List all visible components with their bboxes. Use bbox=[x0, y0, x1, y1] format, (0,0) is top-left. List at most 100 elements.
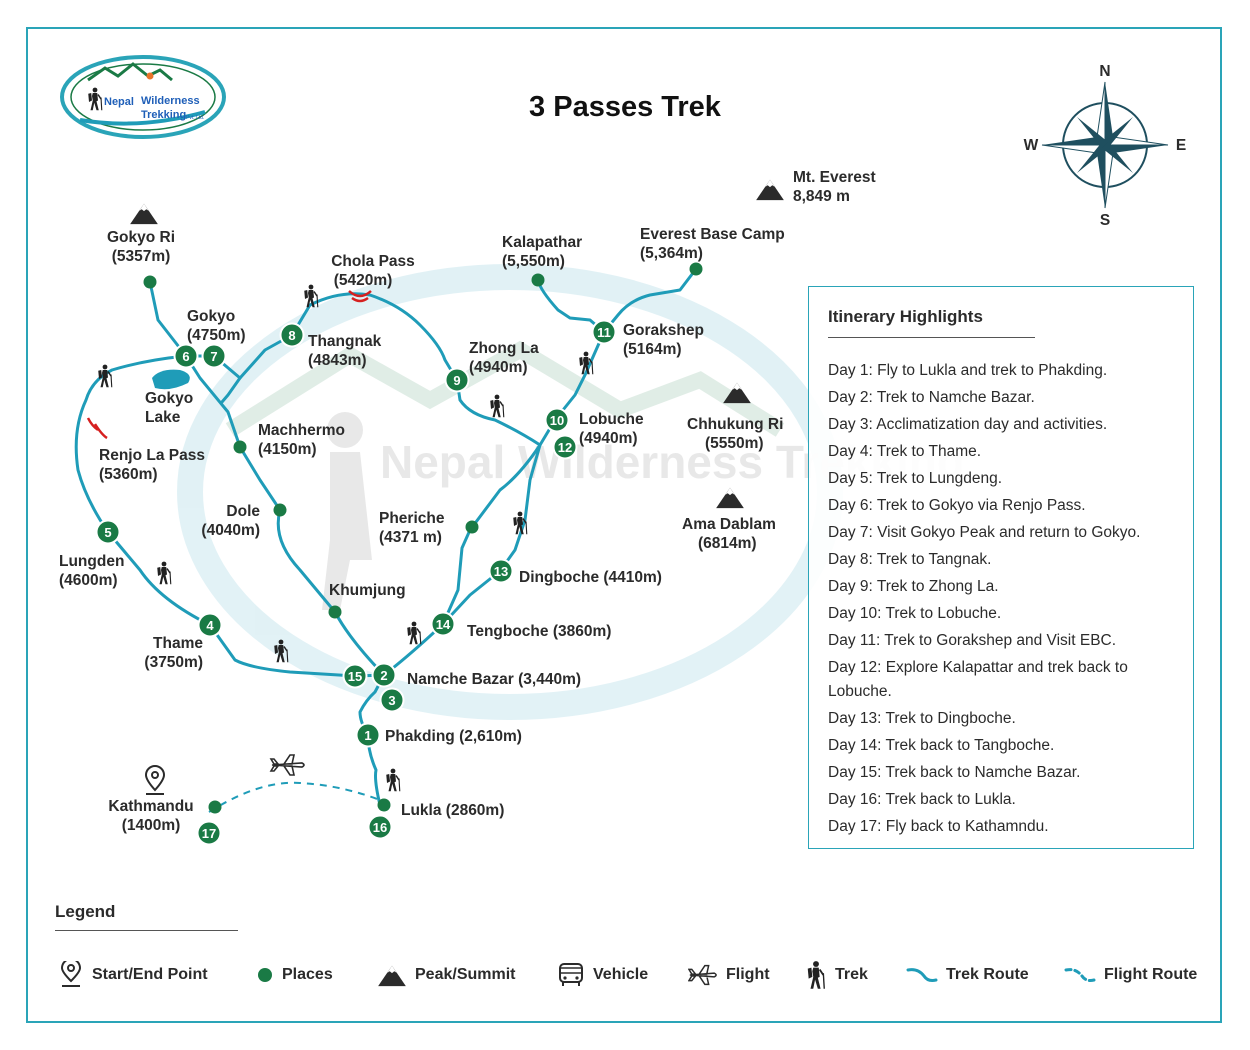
renjo-pass-label: Renjo La Pass bbox=[99, 447, 205, 464]
logo-line1: Nepal bbox=[104, 96, 134, 108]
ebc-altitude: (5,364m) bbox=[640, 245, 703, 262]
day-marker: 2 bbox=[371, 662, 397, 688]
svg-text:9: 9 bbox=[453, 373, 460, 388]
bus-icon bbox=[559, 963, 583, 986]
day-marker: 16 bbox=[367, 814, 393, 840]
gokyo-ri-label: Gokyo Ri bbox=[107, 229, 175, 246]
legend-flight-route: Flight Route bbox=[1064, 962, 1197, 988]
mountain-peak-icon bbox=[756, 179, 784, 201]
flight-route bbox=[208, 781, 381, 813]
itinerary-day: Day 14: Trek back to Tangboche. bbox=[828, 737, 1055, 754]
gokyo-lake-label: Lake bbox=[145, 409, 181, 426]
gokyo-label: Gokyo bbox=[187, 308, 235, 325]
location-pin-icon bbox=[60, 961, 82, 987]
kathmandu-altitude: (1400m) bbox=[122, 817, 181, 834]
mountain-peak-icon bbox=[130, 203, 158, 225]
legend-trek-route-label: Trek Route bbox=[946, 966, 1029, 983]
thame-altitude: (3750m) bbox=[144, 654, 203, 671]
legend-divider bbox=[55, 930, 238, 931]
zhongla-altitude: (4940m) bbox=[469, 359, 528, 376]
place-dots bbox=[143, 262, 703, 814]
compass-rose-icon: N S E W bbox=[1024, 63, 1186, 229]
legend-places: Places bbox=[256, 962, 333, 988]
legend-flight-label: Flight bbox=[726, 966, 770, 983]
logo-suffix: Pvt. Ltd. bbox=[186, 115, 204, 121]
itinerary-day: Day 11: Trek to Gorakshep and Visit EBC. bbox=[828, 632, 1117, 649]
itinerary-list: Day 1: Fly to Lukla and trek to Phakding… bbox=[828, 359, 1178, 842]
legend-trek-route: Trek Route bbox=[906, 962, 1029, 988]
day-marker: 1 bbox=[355, 722, 381, 748]
chola-pass-label: Chola Pass bbox=[331, 253, 415, 270]
day-marker: 8 bbox=[279, 322, 305, 348]
kalapathar-label: Kalapathar bbox=[502, 234, 582, 251]
trekker-icon bbox=[156, 560, 172, 586]
legend-title: Legend bbox=[55, 902, 116, 921]
legend-start-end: Start/End Point bbox=[58, 961, 208, 988]
day-marker: 15 bbox=[342, 663, 368, 689]
ebc-label: Everest Base Camp bbox=[640, 226, 785, 243]
day-marker: 10 bbox=[544, 407, 570, 433]
svg-text:1: 1 bbox=[364, 728, 371, 743]
day-marker: 6 bbox=[173, 343, 199, 369]
everest-label: Mt. Everest bbox=[793, 169, 876, 186]
svg-text:6: 6 bbox=[182, 349, 189, 364]
itinerary-day: Day 12: Explore Kalapattar and trek back… bbox=[828, 659, 1128, 700]
svg-text:14: 14 bbox=[436, 617, 451, 632]
zhongla-label: Zhong La bbox=[469, 340, 539, 357]
legend-start-end-label: Start/End Point bbox=[92, 966, 208, 983]
mountain-peak-icon bbox=[716, 487, 744, 509]
kalapathar-altitude: (5,550m) bbox=[502, 253, 565, 270]
day-marker: 14 bbox=[430, 611, 456, 637]
day-marker: 5 bbox=[95, 519, 121, 545]
legend-flight-route-label: Flight Route bbox=[1104, 966, 1198, 983]
machhermo-altitude: (4150m) bbox=[258, 441, 317, 458]
thangnak-altitude: (4843m) bbox=[308, 352, 367, 369]
namche-label: Namche Bazar (3,440m) bbox=[407, 671, 581, 688]
pheriche-altitude: (4371 m) bbox=[379, 529, 442, 546]
itinerary-day: Day 6: Trek to Gokyo via Renjo Pass. bbox=[828, 497, 1086, 514]
lungden-altitude: (4600m) bbox=[59, 572, 118, 589]
day-marker: 9 bbox=[444, 367, 470, 393]
logo-line2: Wilderness bbox=[141, 95, 200, 107]
itinerary-day: Day 9: Trek to Zhong La. bbox=[828, 578, 999, 595]
gokyo-lake bbox=[152, 369, 190, 390]
svg-text:4: 4 bbox=[206, 618, 214, 633]
gorakshep-altitude: (5164m) bbox=[623, 341, 682, 358]
trekker-icon bbox=[807, 961, 825, 989]
mountain-peak-icon bbox=[378, 965, 406, 987]
legend-peak-label: Peak/Summit bbox=[415, 966, 516, 983]
svg-text:5: 5 bbox=[104, 525, 111, 540]
svg-text:8: 8 bbox=[288, 328, 295, 343]
itinerary-day: Day 3: Acclimatization day and activitie… bbox=[828, 416, 1108, 433]
pass-arc-icon bbox=[86, 290, 372, 440]
day-marker: 3 bbox=[379, 687, 405, 713]
map-title: 3 Passes Trek bbox=[529, 91, 722, 123]
legend-peak: Peak/Summit bbox=[377, 962, 515, 988]
chhukung-label: Chhukung Ri bbox=[687, 416, 783, 433]
gokyo-ri-altitude: (5357m) bbox=[112, 248, 171, 265]
tengboche-label: Tengboche (3860m) bbox=[467, 623, 611, 640]
trekker-icon bbox=[385, 767, 401, 793]
day-marker: 17 bbox=[196, 820, 222, 846]
dole-label: Dole bbox=[226, 503, 260, 520]
phakding-label: Phakding (2,610m) bbox=[385, 728, 522, 745]
machhermo-label: Machhermo bbox=[258, 422, 345, 439]
legend-vehicle-label: Vehicle bbox=[593, 966, 649, 983]
everest-altitude: 8,849 m bbox=[793, 188, 850, 205]
itinerary-panel: Itinerary Highlights Day 1: Fly to Lukla… bbox=[808, 286, 1194, 849]
svg-text:7: 7 bbox=[210, 349, 217, 364]
itinerary-day: Day 16: Trek back to Lukla. bbox=[828, 791, 1016, 808]
day-marker: 12 bbox=[552, 434, 578, 460]
trek-route-icon bbox=[906, 968, 938, 982]
lungden-label: Lungden bbox=[59, 553, 124, 570]
lobuche-label: Lobuche bbox=[579, 411, 644, 428]
legend-flight: Flight bbox=[688, 962, 770, 988]
svg-text:16: 16 bbox=[373, 820, 387, 835]
dingboche-label: Dingboche (4410m) bbox=[519, 569, 662, 586]
itinerary-day: Day 7: Visit Gokyo Peak and return to Go… bbox=[828, 524, 1141, 541]
day-marker: 4 bbox=[197, 612, 223, 638]
gorakshep-label: Gorakshep bbox=[623, 322, 704, 339]
itinerary-day: Day 1: Fly to Lukla and trek to Phakding… bbox=[828, 362, 1108, 379]
gokyo-lake-label: Gokyo bbox=[145, 390, 193, 407]
airplane-icon bbox=[269, 754, 305, 776]
